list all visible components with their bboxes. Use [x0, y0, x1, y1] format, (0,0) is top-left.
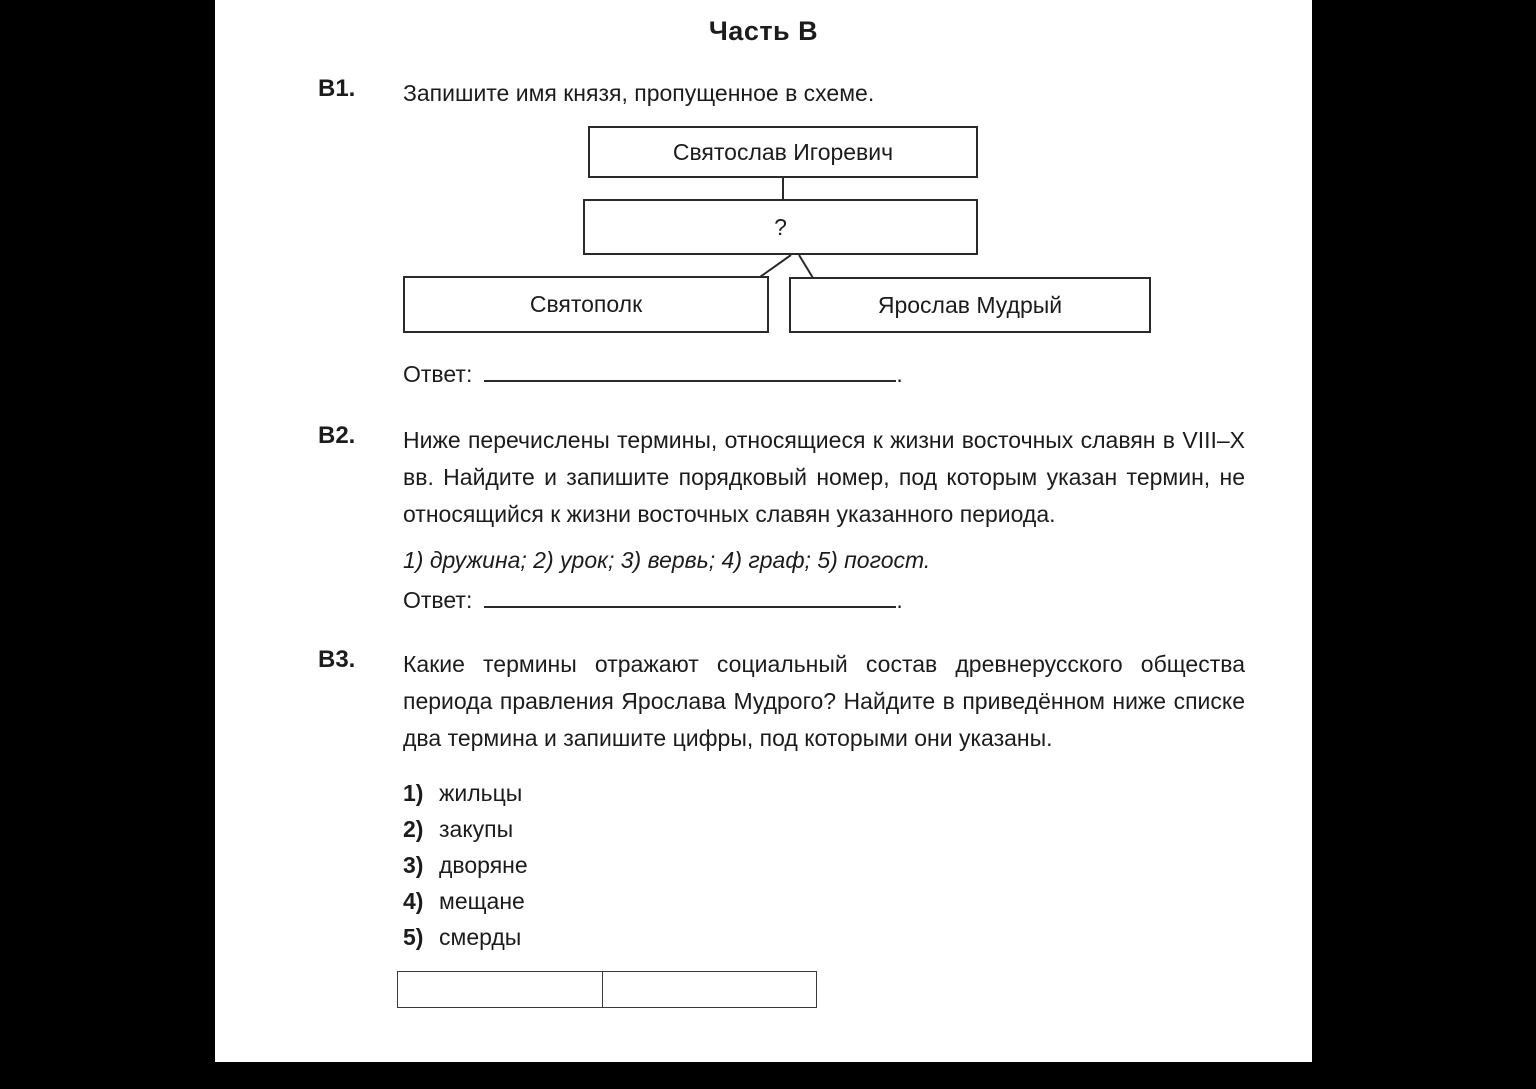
- document-page: Часть В В1. Запишите имя князя, пропущен…: [215, 0, 1312, 1062]
- question-b1: В1. Запишите имя князя, пропущенное в сх…: [215, 75, 1312, 388]
- diagram-connector-lines: [759, 178, 814, 279]
- option-label: смерды: [439, 924, 522, 950]
- option-label: закупы: [439, 816, 514, 842]
- question-b1-text: Запишите имя князя, пропущенное в схеме.: [403, 80, 875, 106]
- option-label: мещане: [439, 888, 525, 914]
- option-label: жильцы: [439, 780, 523, 806]
- answer-period: .: [896, 587, 903, 613]
- option-number: 3): [403, 852, 424, 878]
- list-item: 3) дворяне: [403, 847, 1245, 883]
- option-number: 2): [403, 816, 424, 842]
- question-b2-text: Ниже перечислены термины, относящиеся к …: [403, 427, 1245, 527]
- question-b1-body: Запишите имя князя, пропущенное в схеме.…: [403, 75, 1245, 388]
- question-b2: В2. Ниже перечислены термины, относящиес…: [215, 422, 1312, 614]
- option-label: дворяне: [439, 852, 528, 878]
- diagram-box-svyatopolk: Святополк: [403, 276, 769, 333]
- diagram-box-svyatoslav: Святослав Игоревич: [588, 126, 978, 178]
- answer-label: Ответ:: [403, 361, 473, 387]
- section-title: Часть В: [708, 16, 819, 46]
- answer-table-cell: [602, 971, 817, 1008]
- question-b2-number: В2.: [318, 422, 356, 449]
- question-b2-answer-row: Ответ:.: [403, 584, 1245, 614]
- question-b1-number: В1.: [318, 75, 356, 102]
- question-b3: В3. Какие термины отражают социальный со…: [215, 646, 1312, 1008]
- question-b1-answer-row: Ответ:.: [403, 358, 1245, 388]
- list-item: 4) мещане: [403, 883, 1245, 919]
- diagram-box-missing-name: ?: [583, 199, 978, 255]
- answer-period: .: [896, 361, 903, 387]
- question-b3-number: В3.: [318, 646, 356, 673]
- answer-table-cell: [397, 971, 603, 1008]
- option-number: 1): [403, 780, 424, 806]
- diagram-box-yaroslav: Ярослав Мудрый: [789, 277, 1151, 333]
- list-item: 5) смерды: [403, 919, 1245, 955]
- question-b2-body: Ниже перечислены термины, относящиеся к …: [403, 422, 1245, 614]
- answer-blank-line: [484, 584, 897, 608]
- list-item: 1) жильцы: [403, 775, 1245, 811]
- question-b2-terms: 1) дружина; 2) урок; 3) вервь; 4) граф; …: [403, 547, 931, 573]
- option-number: 4): [403, 888, 424, 914]
- genealogy-diagram: Святослав Игоревич ? Святополк Ярослав М…: [403, 126, 1163, 338]
- question-b3-text: Какие термины отражают социальный состав…: [403, 651, 1245, 751]
- answer-label: Ответ:: [403, 587, 473, 613]
- question-b3-options: 1) жильцы 2) закупы 3) дворяне 4) мещане 5) с…: [403, 775, 1245, 955]
- answer-table: [397, 971, 1245, 1008]
- answer-blank-line: [484, 358, 897, 382]
- list-item: 2) закупы: [403, 811, 1245, 847]
- question-b3-body: Какие термины отражают социальный состав…: [397, 646, 1245, 1008]
- option-number: 5): [403, 924, 424, 950]
